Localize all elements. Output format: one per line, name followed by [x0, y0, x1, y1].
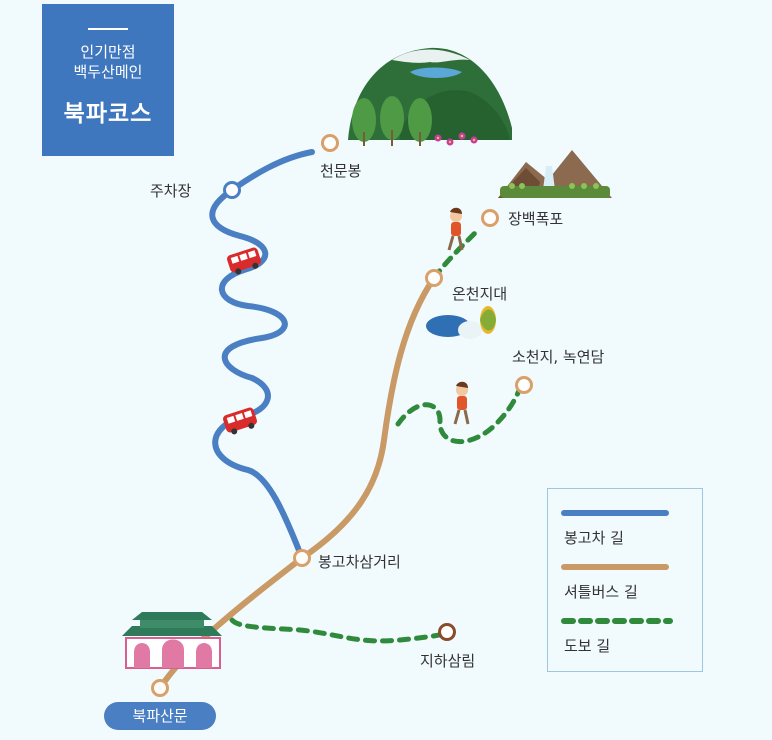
hiker-icon [447, 207, 464, 251]
gate-building-icon [122, 612, 222, 669]
legend-lines [561, 510, 673, 624]
marker-jangbaek-falls [481, 209, 499, 227]
label-socheonji: 소천지, 녹연담 [512, 348, 605, 366]
waterfall-illustration [498, 150, 612, 198]
marker-junction [293, 549, 311, 567]
legend-label-walking: 도보 길 [564, 637, 611, 655]
label-underground-forest: 지하삼림 [420, 652, 476, 670]
title-main: 북파코스 [63, 101, 153, 127]
marker-cheonmunbong [321, 134, 339, 152]
title-rule [88, 28, 128, 30]
label-hot-springs: 온천지대 [452, 285, 508, 303]
marker-socheonji [515, 376, 533, 394]
legend: 봉고차 길 셔틀버스 길 도보 길 [547, 488, 703, 672]
marker-hot-springs [425, 269, 443, 287]
title-line-1: 인기만점 [80, 43, 136, 61]
legend-label-van: 봉고차 길 [564, 529, 624, 547]
label-gate: 북파산문 [104, 702, 216, 730]
title-box: 인기만점 백두산메인 북파코스 [42, 4, 174, 156]
title-line-2: 백두산메인 [73, 63, 143, 81]
label-jangbaek-falls: 장백폭포 [508, 210, 564, 228]
shuttle-road [157, 275, 437, 691]
marker-gate [151, 679, 169, 697]
bus-icon [227, 247, 261, 275]
label-parking: 주차장 [150, 182, 192, 200]
station-markers [151, 134, 533, 697]
legend-label-shuttle: 셔틀버스 길 [564, 583, 638, 601]
van-road-main [209, 149, 315, 561]
bus-icon [223, 407, 257, 435]
marker-parking [223, 181, 241, 199]
hiker-icon [453, 381, 470, 425]
hot-spring-illustration [426, 306, 496, 339]
label-junction: 봉고차삼거리 [318, 553, 401, 571]
van-road [209, 149, 315, 561]
marker-underground-forest [438, 623, 456, 641]
walking-path-socheonji [395, 385, 523, 444]
label-cheonmunbong: 천문봉 [320, 162, 362, 180]
walking-path-underground [229, 617, 447, 644]
mountain-illustration [348, 47, 512, 146]
walking-path-jangbaek [431, 229, 479, 281]
shuttle-road-main [157, 275, 437, 691]
